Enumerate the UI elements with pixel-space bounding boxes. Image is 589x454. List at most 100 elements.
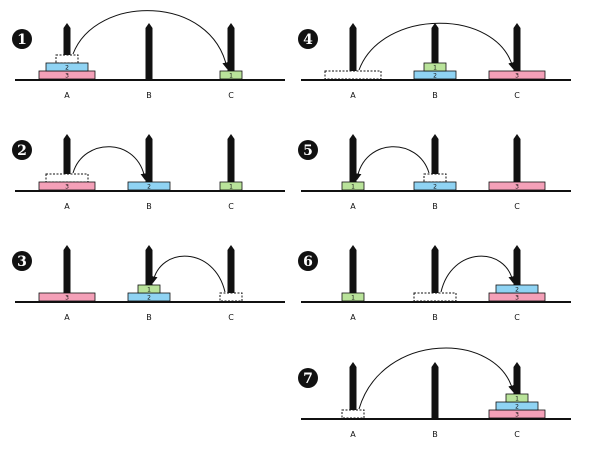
disk-label-2: 2 <box>433 72 437 79</box>
step-badge <box>298 140 318 160</box>
step-panel-2: A B C 3 2 1 2 <box>12 134 285 211</box>
move-arrow <box>358 22 515 71</box>
disk-2 <box>45 62 89 72</box>
disk-label-1: 1 <box>147 286 151 293</box>
rod-b <box>431 362 439 418</box>
rod-a <box>349 362 357 418</box>
disk-label-2: 2 <box>65 64 69 71</box>
rod-label-b: B <box>146 313 152 322</box>
disk-1 <box>341 181 365 191</box>
disk-label-2: 2 <box>515 403 519 410</box>
disk-label-1: 1 <box>515 395 519 402</box>
step-badge-number: 1 <box>17 32 27 48</box>
disk-1 <box>137 284 161 294</box>
disk-3 <box>488 181 546 191</box>
rod-label-b: B <box>432 313 438 322</box>
move-arrow <box>72 10 230 70</box>
rod-label-a: A <box>350 313 356 322</box>
disk-label-3: 3 <box>515 411 519 418</box>
disk-label-3: 3 <box>515 183 519 190</box>
step-badge <box>298 29 318 49</box>
rod-c <box>513 23 521 79</box>
move-arrow <box>72 146 148 181</box>
disk-1 <box>423 62 447 72</box>
step-badge <box>12 29 32 49</box>
disk-label-1: 1 <box>351 183 355 190</box>
moved-disk-ghost <box>341 409 365 419</box>
disk-3 <box>38 292 96 302</box>
moved-disk-ghost <box>219 292 243 302</box>
disk-label-1: 1 <box>351 294 355 301</box>
disk-label-2: 2 <box>433 183 437 190</box>
step-panel-1: A B C 32 1 1 <box>12 10 285 100</box>
rod-label-c: C <box>514 202 520 211</box>
disk-label-3: 3 <box>515 72 519 79</box>
moved-disk-ghost <box>45 173 89 183</box>
rod-label-b: B <box>432 202 438 211</box>
disk-1 <box>219 70 243 80</box>
rod-label-b: B <box>432 430 438 439</box>
rod-label-b: B <box>146 202 152 211</box>
rod-label-a: A <box>350 430 356 439</box>
disk-3 <box>38 181 96 191</box>
step-badge-number: 2 <box>17 143 27 159</box>
rod-c <box>227 23 235 79</box>
disk-label-1: 1 <box>433 64 437 71</box>
step-badge <box>298 251 318 271</box>
rod-a <box>349 23 357 79</box>
rod-label-b: B <box>432 91 438 100</box>
disk-label-3: 3 <box>65 72 69 79</box>
move-arrow <box>358 347 515 410</box>
disk-label-2: 2 <box>147 294 151 301</box>
disk-label-3: 3 <box>65 294 69 301</box>
disk-label-1: 1 <box>229 72 233 79</box>
step-badge <box>12 251 32 271</box>
disk-label-3: 3 <box>65 183 69 190</box>
rod-label-c: C <box>514 430 520 439</box>
step-panel-5: A B C 1 2 3 5 <box>298 134 571 211</box>
move-arrow <box>354 146 430 181</box>
disk-label-2: 2 <box>515 286 519 293</box>
rod-c <box>227 134 235 190</box>
rod-label-a: A <box>64 202 70 211</box>
rod-label-b: B <box>146 91 152 100</box>
disk-label-1: 1 <box>229 183 233 190</box>
rod-a <box>349 245 357 301</box>
move-arrow <box>440 255 516 293</box>
moved-disk-ghost <box>413 292 457 302</box>
rod-a <box>63 245 71 301</box>
step-badge-number: 5 <box>303 143 313 159</box>
step-badge-number: 7 <box>303 371 313 387</box>
moved-disk-ghost <box>324 70 382 80</box>
rod-label-a: A <box>64 313 70 322</box>
step-badge-number: 4 <box>303 32 313 48</box>
step-panel-7: A B C 321 7 <box>298 347 571 439</box>
rod-label-c: C <box>514 313 520 322</box>
step-badge-number: 3 <box>17 254 27 270</box>
moved-disk-ghost <box>55 54 79 64</box>
disk-2 <box>495 284 539 294</box>
disk-2 <box>127 181 171 191</box>
rod-label-a: A <box>64 91 70 100</box>
disk-1 <box>219 181 243 191</box>
moved-disk-ghost <box>423 173 447 183</box>
move-arrow <box>150 255 226 293</box>
rod-b <box>145 23 153 79</box>
disk-3 <box>488 70 546 80</box>
rod-label-a: A <box>350 91 356 100</box>
step-badge <box>298 368 318 388</box>
rod-label-a: A <box>350 202 356 211</box>
rod-c <box>227 245 235 301</box>
step-badge <box>12 140 32 160</box>
rod-label-c: C <box>514 91 520 100</box>
step-panel-4: A B C 21 3 4 <box>298 22 571 100</box>
rod-label-c: C <box>228 202 234 211</box>
disk-1 <box>341 292 365 302</box>
rod-label-c: C <box>228 91 234 100</box>
disk-1 <box>505 393 529 403</box>
rod-c <box>513 134 521 190</box>
disk-label-2: 2 <box>147 183 151 190</box>
